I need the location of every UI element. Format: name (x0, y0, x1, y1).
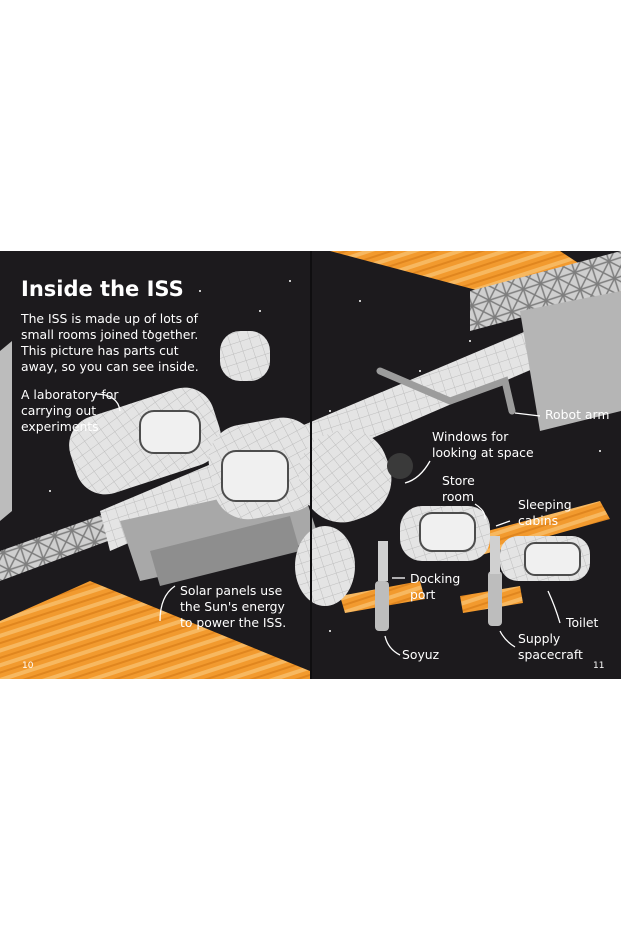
label-line: Store (442, 473, 475, 488)
spacecraft (375, 536, 502, 631)
intro-line: This picture has parts cut (21, 343, 179, 358)
label-line: looking at space (432, 445, 534, 460)
cupola (387, 453, 413, 479)
label-line: Windows for (432, 429, 509, 444)
pointer-lines (94, 393, 561, 656)
page-number-right: 11 (593, 661, 605, 671)
label-line: room (442, 489, 475, 504)
label-store-room: Store room (442, 473, 475, 505)
page-title: Inside the ISS (21, 277, 184, 301)
iss-illustration (0, 251, 621, 679)
label-soyuz: Soyuz (402, 647, 439, 663)
label-line: A laboratory for (21, 387, 119, 402)
label-line: cabins (518, 513, 559, 528)
label-line: Solar panels use (180, 583, 283, 598)
label-docking-port: Docking port (410, 571, 460, 603)
label-line: Toilet (566, 615, 599, 630)
label-toilet: Toilet (566, 615, 598, 631)
label-line: Soyuz (402, 647, 440, 662)
label-laboratory: A laboratory for carrying out experiment… (21, 387, 118, 435)
label-line: Supply (518, 631, 561, 646)
intro-line: small rooms joined together. (21, 327, 199, 342)
label-line: the Sun's energy (180, 599, 285, 614)
intro-text: The ISS is made up of lots of small room… (21, 311, 199, 375)
label-line: experiments (21, 419, 99, 434)
label-windows: Windows for looking at space (432, 429, 534, 461)
label-robot-arm: Robot arm (545, 407, 609, 423)
label-line: Robot arm (545, 407, 610, 422)
intro-line: away, so you can see inside. (21, 359, 199, 374)
label-line: Docking (410, 571, 461, 586)
label-supply-spacecraft: Supply spacecraft (518, 631, 583, 663)
book-spread: Inside the ISS The ISS is made up of lot… (0, 251, 621, 679)
robot-arm (376, 367, 516, 415)
label-line: port (410, 587, 436, 602)
label-solar-panels: Solar panels use the Sun's energy to pow… (180, 583, 286, 631)
intro-line: The ISS is made up of lots of (21, 311, 198, 326)
label-line: Sleeping (518, 497, 572, 512)
cutaways (139, 410, 581, 576)
label-sleeping-cabins: Sleeping cabins (518, 497, 572, 529)
label-line: spacecraft (518, 647, 583, 662)
label-line: to power the ISS. (180, 615, 287, 630)
page-number-left: 10 (22, 661, 34, 671)
page-gutter (310, 251, 312, 679)
label-line: carrying out (21, 403, 97, 418)
